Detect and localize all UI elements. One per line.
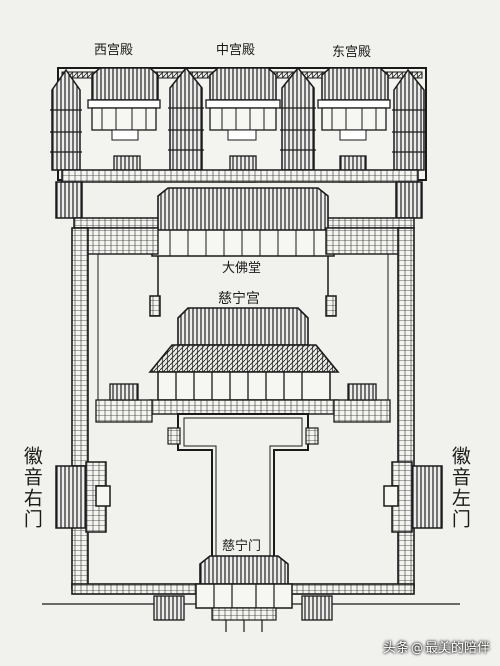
- gate-lion-pavilions: [153, 595, 333, 621]
- label-buddha-hall: 大佛堂: [222, 261, 262, 276]
- watermark: 头条@最美的陪伴: [383, 637, 490, 656]
- inner-courtyard-lines: [149, 256, 337, 317]
- east-hall-building: [317, 67, 391, 141]
- label-west-hall: 西宫殿: [94, 43, 134, 58]
- watermark-at: @: [410, 641, 423, 655]
- corner-towers: [51, 66, 425, 171]
- tower-tiers: [50, 107, 426, 153]
- cining-palace-building: [148, 307, 340, 415]
- watermark-brand: 头条: [382, 641, 409, 656]
- label-east-hall: 东宫殿: [332, 45, 372, 60]
- label-huiyin-right-gate: 徽音右门: [20, 446, 43, 530]
- watermark-author: 最美的陪伴: [424, 641, 490, 656]
- buddha-hall-building: [151, 187, 335, 257]
- cining-gate-building: [195, 555, 293, 632]
- label-huiyin-left-gate: 徽音左门: [448, 446, 471, 530]
- flanking-pavilions: [95, 383, 391, 423]
- label-middle-hall: 中宫殿: [216, 43, 256, 58]
- label-cining-gate: 慈宁门: [222, 539, 262, 554]
- label-cining-palace: 慈宁宫: [218, 291, 260, 307]
- huiyin-left-gate-building: [383, 461, 443, 533]
- middle-hall-building: [205, 67, 281, 141]
- west-hall-building: [87, 67, 161, 141]
- huiyin-right-gate-building: [55, 461, 111, 533]
